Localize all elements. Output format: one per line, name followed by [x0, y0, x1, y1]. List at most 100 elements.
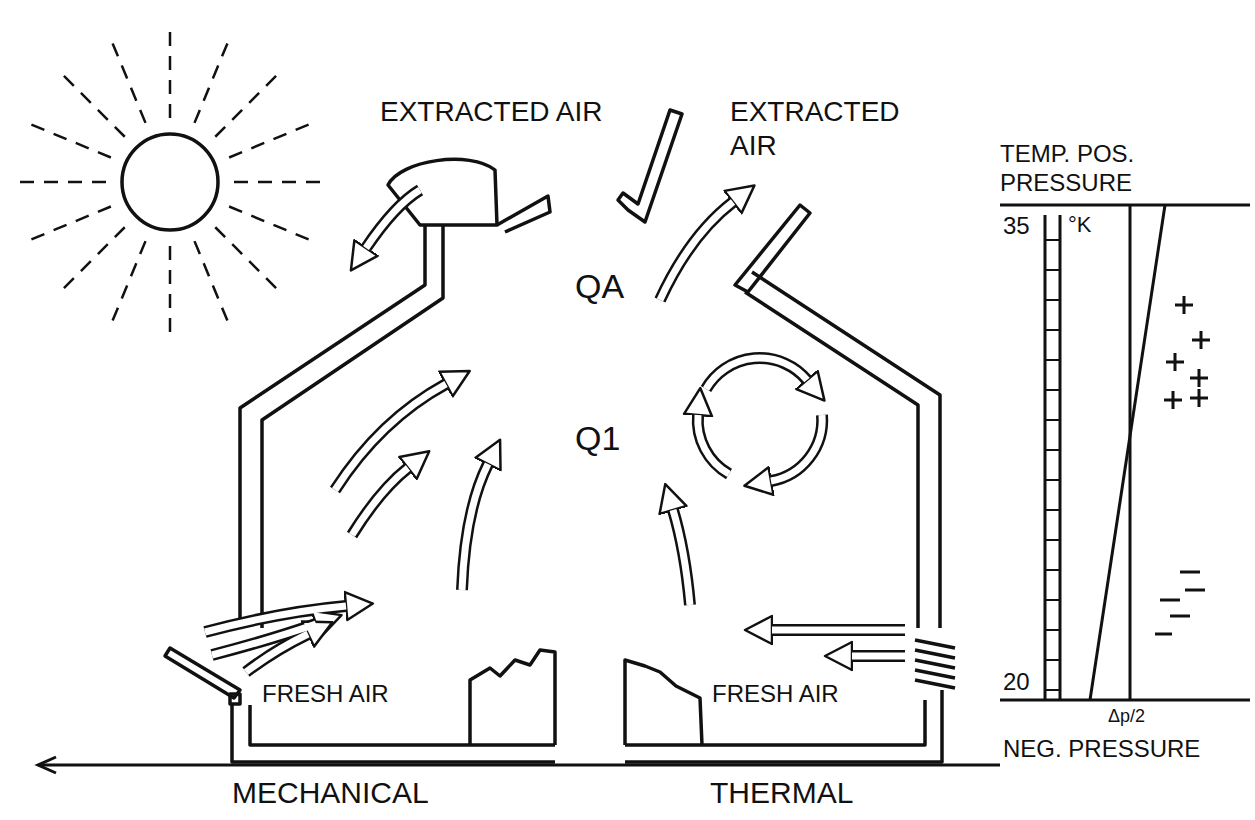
sun-part-part — [113, 43, 146, 122]
ground-line-part — [40, 764, 1000, 767]
temperature-pressure-chart-part-part — [1045, 329, 1060, 331]
temperature-pressure-chart-part — [1090, 205, 1165, 700]
temperature-pressure-chart-part-part — [1045, 359, 1060, 361]
airflow-arrows-part — [852, 650, 905, 662]
temperature-pressure-chart-part — [1160, 599, 1180, 602]
temperature-pressure-chart-part-part — [1045, 539, 1060, 541]
temperature-pressure-chart-part-part — [1045, 299, 1060, 301]
temperature-pressure-chart-part-part — [1045, 479, 1060, 481]
airflow-arrows-part — [852, 653, 905, 660]
temperature-pressure-chart-part-part — [1045, 599, 1060, 601]
temperature-pressure-chart-part-part — [1045, 269, 1060, 271]
flow-label: FRESH AIR — [712, 680, 839, 709]
temperature-pressure-chart-part-part — [1045, 239, 1060, 241]
airflow-arrows-part — [706, 358, 807, 389]
airflow-arrows-part — [366, 190, 420, 248]
axis-unit: °K — [1068, 212, 1091, 238]
airflow-arrows-part — [673, 510, 690, 605]
flow-label: EXTRACTED AIR — [380, 95, 602, 129]
mechanical-house-part — [388, 159, 497, 225]
airflow-arrows-part — [673, 510, 690, 605]
sun-part-part — [31, 206, 110, 239]
mechanical-house-part — [240, 225, 425, 628]
flow-label: EXTRACTED AIR — [730, 95, 930, 162]
temperature-pressure-chart-part-part — [1045, 449, 1060, 451]
temperature-pressure-chart-part — [1180, 571, 1200, 574]
axis-title: TEMP. POS. PRESSURE — [1000, 140, 1170, 198]
sun-part-part — [234, 181, 320, 184]
thermal-house-part — [735, 205, 810, 292]
sun-part-part — [215, 227, 276, 288]
axis-value: 20 — [1003, 668, 1030, 697]
temperature-pressure-chart-part — [1175, 296, 1193, 314]
temperature-pressure-chart-part — [1000, 699, 1250, 702]
airflow-arrows-part — [698, 415, 729, 474]
thermal-house-part — [752, 272, 940, 628]
temperature-pressure-chart-part — [1185, 589, 1205, 592]
temperature-pressure-chart-part — [1192, 331, 1210, 349]
temperature-pressure-chart-part-part — [1045, 629, 1060, 631]
system-label: MECHANICAL — [232, 775, 429, 811]
airflow-arrows-part — [366, 190, 420, 248]
mechanical-house-part — [250, 705, 555, 745]
airflow-arrows-part — [246, 634, 308, 672]
sun-part-part — [20, 181, 106, 184]
sun-part-part — [169, 246, 172, 332]
temperature-pressure-chart-part — [1000, 204, 1250, 207]
sun-part — [20, 32, 320, 332]
mechanical-house-part — [230, 694, 240, 704]
airflow-arrows-part — [771, 415, 822, 481]
pressure-label: Δp/2 — [1108, 706, 1145, 728]
airflow-arrows-part — [205, 606, 346, 632]
airflow-arrows-part — [772, 627, 905, 634]
sun — [20, 32, 320, 332]
airflow-arrows-part — [660, 202, 733, 300]
sun-part-part — [194, 43, 227, 122]
temperature-pressure-chart-part-part — [1045, 689, 1060, 691]
thermal-house-part — [625, 660, 702, 745]
mechanical-house-part — [497, 196, 550, 232]
temperature-pressure-chart-part-part — [1045, 419, 1060, 421]
sun-part-part — [169, 32, 172, 118]
airflow-arrows-part — [706, 358, 807, 389]
heat-symbol: QA — [575, 266, 624, 307]
temperature-pressure-chart-part — [1190, 369, 1208, 387]
mechanical-house — [165, 159, 555, 762]
temperature-pressure-chart-part — [1045, 240, 1060, 690]
mechanical-house-part — [470, 650, 555, 745]
sun-part-part — [31, 125, 110, 158]
airflow-arrows-part — [698, 415, 729, 474]
airflow-arrows-part — [462, 464, 488, 590]
temperature-pressure-chart-part-part — [1045, 509, 1060, 511]
system-label: THERMAL — [710, 775, 853, 811]
mechanical-house-part — [232, 704, 555, 762]
temperature-pressure-chart-part-part — [1045, 569, 1060, 571]
airflow-arrows-part — [352, 468, 408, 535]
temperature-pressure-chart-part — [1166, 353, 1184, 371]
flow-label: FRESH AIR — [262, 680, 389, 709]
thermal-house-part — [618, 110, 682, 222]
airflow-arrows-part — [335, 384, 446, 490]
sun-part-part — [64, 227, 125, 288]
thermal-house-part — [915, 640, 955, 688]
sun-part-part — [64, 76, 125, 137]
temperature-pressure-chart — [1000, 205, 1250, 700]
sun-part-part — [229, 206, 308, 239]
thermal-house-part — [745, 292, 918, 628]
temperature-pressure-chart-part-part — [1045, 659, 1060, 661]
temperature-pressure-chart-part — [1164, 391, 1182, 409]
heat-symbol: Q1 — [575, 418, 620, 459]
airflow-arrows — [205, 190, 905, 672]
mechanical-house-part — [262, 225, 443, 628]
ground-line-part — [38, 757, 56, 773]
temperature-pressure-chart-part-part — [1045, 389, 1060, 391]
sun-part — [122, 134, 218, 230]
sun-part-part — [194, 241, 227, 320]
axis-title: NEG. PRESSURE — [1003, 735, 1200, 764]
temperature-pressure-chart-part — [1190, 389, 1208, 407]
airflow-arrows-part — [772, 624, 905, 636]
airflow-arrows-part — [660, 202, 733, 300]
temperature-pressure-chart-part — [1045, 215, 1060, 700]
temperature-pressure-chart-part — [1155, 633, 1172, 636]
sun-part-part — [229, 125, 308, 158]
